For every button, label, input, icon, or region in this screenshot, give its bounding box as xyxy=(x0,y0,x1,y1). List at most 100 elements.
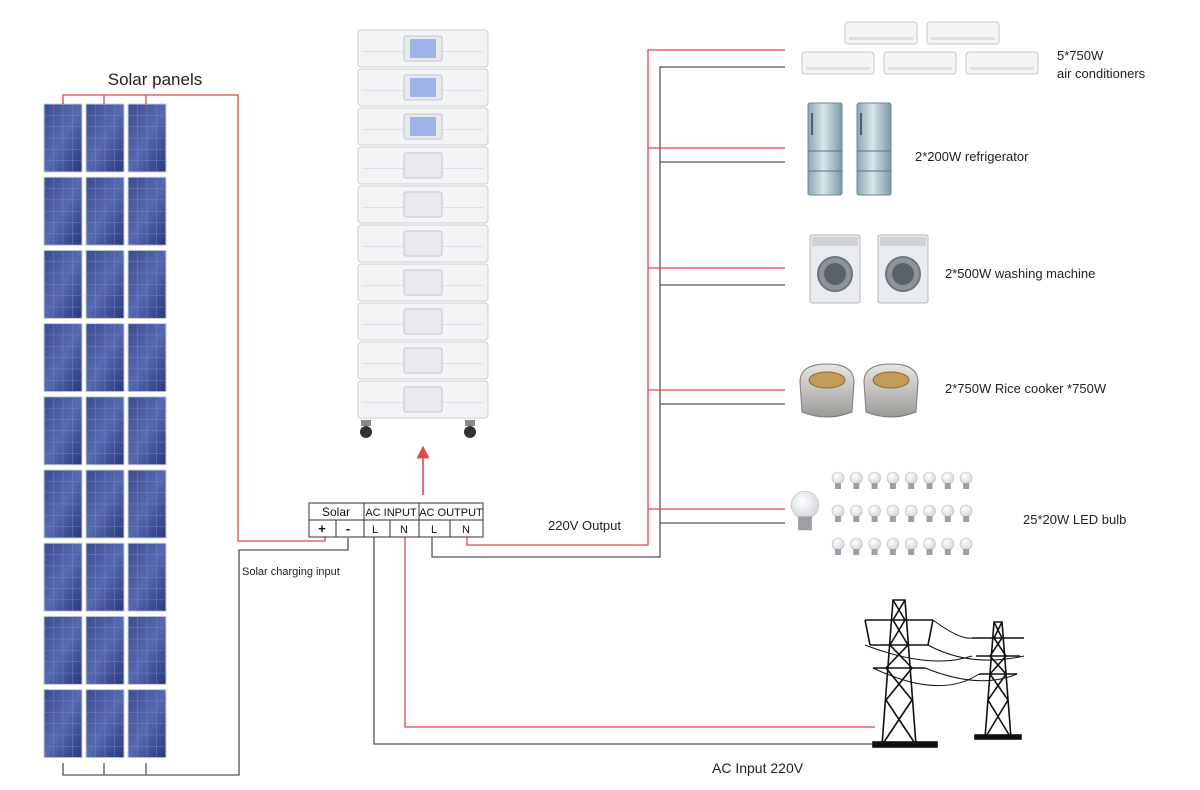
power-tower-icon xyxy=(864,599,1025,748)
solar-bottom-bus xyxy=(62,538,349,776)
led-bulb xyxy=(941,504,955,522)
solar-panels-title: Solar panels xyxy=(108,70,203,89)
solar-panel xyxy=(85,615,125,685)
led-bulb xyxy=(849,471,863,489)
solar-panel xyxy=(85,176,125,246)
washing-machine-icon xyxy=(809,234,929,304)
led-bulb xyxy=(868,537,881,555)
led-bulb xyxy=(941,537,955,555)
battery-stack xyxy=(357,29,489,438)
solar-panel xyxy=(127,542,167,612)
led-bulb xyxy=(831,537,845,555)
wiring xyxy=(62,49,875,776)
terminal-group-ac-output: AC OUTPUT xyxy=(419,507,483,519)
battery-module xyxy=(357,68,489,107)
solar-charging-input-label: Solar charging input xyxy=(242,566,340,578)
led-bulb xyxy=(831,504,845,522)
solar-panel xyxy=(127,469,167,539)
solar-panel xyxy=(43,103,83,173)
refrigerator-icon xyxy=(807,102,892,196)
solar-panel xyxy=(43,689,83,759)
solar-panel xyxy=(127,176,167,246)
led-bulb xyxy=(904,504,918,522)
terminal-group-ac-input: AC INPUT xyxy=(365,507,417,519)
terminal-ac-output-n: N xyxy=(462,524,470,536)
ac-output-live xyxy=(466,49,785,546)
battery-wheel xyxy=(360,420,372,438)
load-label-washer: 2*500W washing machine xyxy=(945,266,1095,281)
led-bulb xyxy=(849,504,863,522)
led-bulb xyxy=(904,471,918,489)
battery-module xyxy=(357,380,489,419)
load-label-fridge: 2*200W refrigerator xyxy=(915,149,1029,164)
battery-module xyxy=(357,341,489,380)
solar-panel xyxy=(127,615,167,685)
solar-panel xyxy=(127,103,167,173)
led-bulb xyxy=(886,537,900,555)
solar-panel xyxy=(127,323,167,393)
ac-input-neutral xyxy=(373,537,875,745)
led-bulb xyxy=(923,471,936,489)
solar-panel xyxy=(85,689,125,759)
ac-input-grid-label: AC Input 220V xyxy=(712,760,804,776)
ac-output-neutral xyxy=(431,66,785,558)
solar-top-bus xyxy=(62,94,326,542)
ac-input-live xyxy=(404,537,875,728)
battery-module xyxy=(357,146,489,185)
solar-panel xyxy=(127,689,167,759)
led-bulb xyxy=(923,504,936,522)
solar-panel xyxy=(127,249,167,319)
solar-panel xyxy=(43,249,83,319)
terminal-group-solar: Solar xyxy=(322,505,350,519)
battery-module xyxy=(357,107,489,146)
led-bulb xyxy=(849,537,863,555)
solar-panel xyxy=(85,396,125,466)
led-bulb xyxy=(886,504,900,522)
led-bulb xyxy=(790,490,820,531)
terminal-solar-negative: - xyxy=(346,521,350,536)
terminal-ac-input-l: L xyxy=(372,524,378,536)
solar-panel xyxy=(85,103,125,173)
load-label-ac: 5*750W air conditioners xyxy=(1057,48,1146,81)
solar-panel xyxy=(43,615,83,685)
battery-module xyxy=(357,302,489,341)
solar-panel-array xyxy=(43,103,167,759)
solar-panel xyxy=(85,542,125,612)
solar-panel xyxy=(43,323,83,393)
solar-panel xyxy=(43,469,83,539)
solar-panel xyxy=(127,396,167,466)
led-bulb xyxy=(959,504,973,522)
solar-panel xyxy=(85,249,125,319)
led-bulb xyxy=(959,537,973,555)
terminal-ac-output-l: L xyxy=(431,524,437,536)
output-voltage-label: 220V Output xyxy=(548,518,621,533)
solar-panel xyxy=(43,396,83,466)
led-bulb-icon xyxy=(790,471,973,555)
load-label-cooker: 2*750W Rice cooker *750W xyxy=(945,381,1107,396)
led-bulb xyxy=(904,537,918,555)
led-bulb xyxy=(868,471,881,489)
battery-module xyxy=(357,185,489,224)
battery-module xyxy=(357,29,489,68)
load-label-ac-line-2: air conditioners xyxy=(1057,66,1146,81)
led-bulb xyxy=(831,471,845,489)
air-conditioner-icon xyxy=(801,21,1039,75)
battery-module xyxy=(357,224,489,263)
led-bulb xyxy=(959,471,973,489)
battery-wheel xyxy=(464,420,476,438)
terminal-block: Solar AC INPUT AC OUTPUT + - L N L N xyxy=(308,502,484,538)
load-label-ac-line-1: 5*750W xyxy=(1057,48,1104,63)
solar-panel xyxy=(85,323,125,393)
solar-panel xyxy=(43,176,83,246)
led-bulb xyxy=(941,471,955,489)
load-label-bulb: 25*20W LED bulb xyxy=(1023,512,1126,527)
battery-module xyxy=(357,263,489,302)
solar-panel xyxy=(43,542,83,612)
led-bulb xyxy=(868,504,881,522)
solar-panel xyxy=(85,469,125,539)
rice-cooker-icon xyxy=(799,363,919,418)
terminal-solar-positive: + xyxy=(318,521,326,536)
led-bulb xyxy=(886,471,900,489)
led-bulb xyxy=(923,537,936,555)
